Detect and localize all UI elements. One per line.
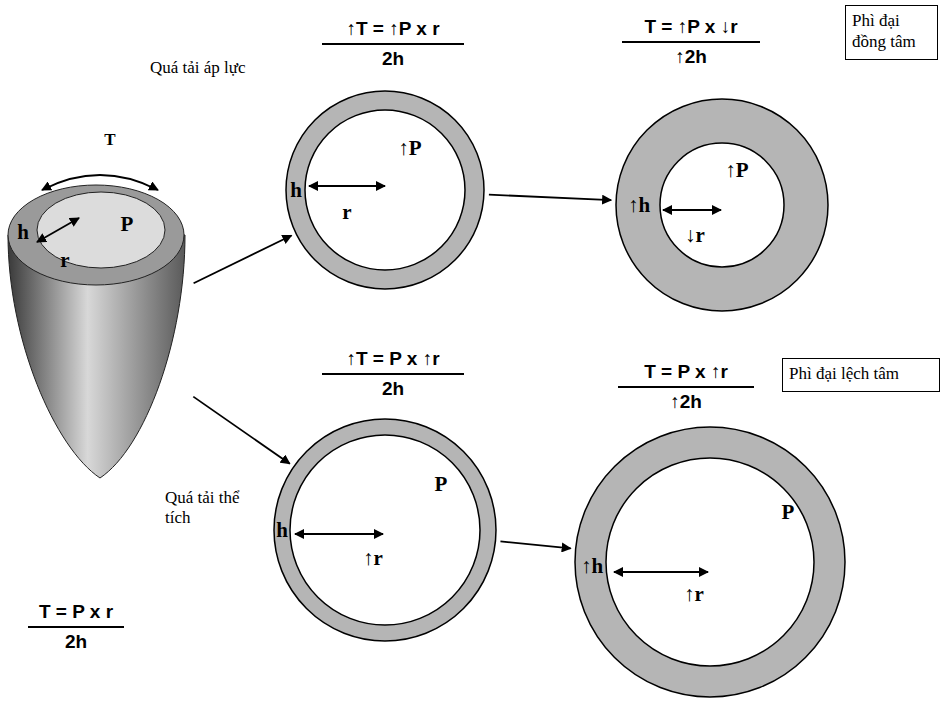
node-outline	[574, 426, 846, 698]
formula-text: 2h	[65, 631, 87, 654]
ventricle-shape: h r P	[5, 180, 190, 480]
quantity-symbol: P	[121, 214, 134, 235]
node-outline	[273, 418, 497, 642]
formula-text: 2h	[382, 378, 404, 401]
quantity-symbol: P	[782, 502, 795, 523]
quantity-symbol: ↑P	[725, 160, 748, 181]
node-outline	[5, 180, 190, 480]
quantity-symbol: ↑r	[363, 548, 383, 569]
formula-text: T = P x ↑r	[644, 361, 728, 384]
box-label: Phì đại đồng tâm	[846, 6, 937, 57]
formula-text: ↑2h	[670, 391, 702, 414]
quantity-symbol: ↑h	[628, 195, 650, 216]
quantity-symbol: ↓r	[685, 225, 705, 246]
ventricle-cross-section: ↑P ↑h ↓r	[615, 98, 829, 312]
formula-text: ↑T = P x ↑r	[346, 348, 439, 371]
pathway-label: Quá tải áp lực	[150, 58, 246, 78]
formula-text: T = ↑P x ↓r	[644, 16, 737, 39]
formula-text: ↑T = ↑P x r	[346, 18, 439, 41]
quantity-symbol: P	[435, 474, 448, 495]
box-label: Phì đại lệch tâm	[783, 359, 939, 388]
formula-text: 2h	[382, 48, 404, 71]
quantity-symbol: ↑h	[581, 556, 603, 577]
tension-symbol: T	[104, 130, 115, 150]
node-outline	[285, 90, 485, 290]
flow-arrow	[194, 236, 292, 284]
quantity-symbol: ↑P	[398, 138, 421, 159]
flow-arrow	[500, 541, 570, 548]
formula-text: T = P x r	[39, 601, 113, 624]
quantity-symbol: h	[17, 222, 29, 243]
formula-text: ↑2h	[675, 46, 707, 69]
quantity-symbol: h	[290, 180, 302, 201]
ventricle-cross-section: P ↑h ↑r	[574, 426, 846, 698]
flow-arrow	[489, 195, 611, 200]
ventricle-cross-section: Ph ↑r	[273, 418, 497, 642]
result-box: Phì đại lệch tâm	[782, 358, 940, 392]
flow-arrow	[193, 397, 289, 464]
quantity-symbol: ↑r	[684, 584, 704, 605]
ventricle-cross-section: ↑P h r	[285, 90, 485, 290]
quantity-symbol: h	[276, 520, 288, 541]
quantity-symbol: r	[60, 250, 69, 271]
quantity-symbol: r	[342, 202, 351, 223]
result-box: Phì đại đồng tâm	[845, 5, 938, 60]
pathway-label: Quá tải thể tích	[165, 488, 265, 529]
